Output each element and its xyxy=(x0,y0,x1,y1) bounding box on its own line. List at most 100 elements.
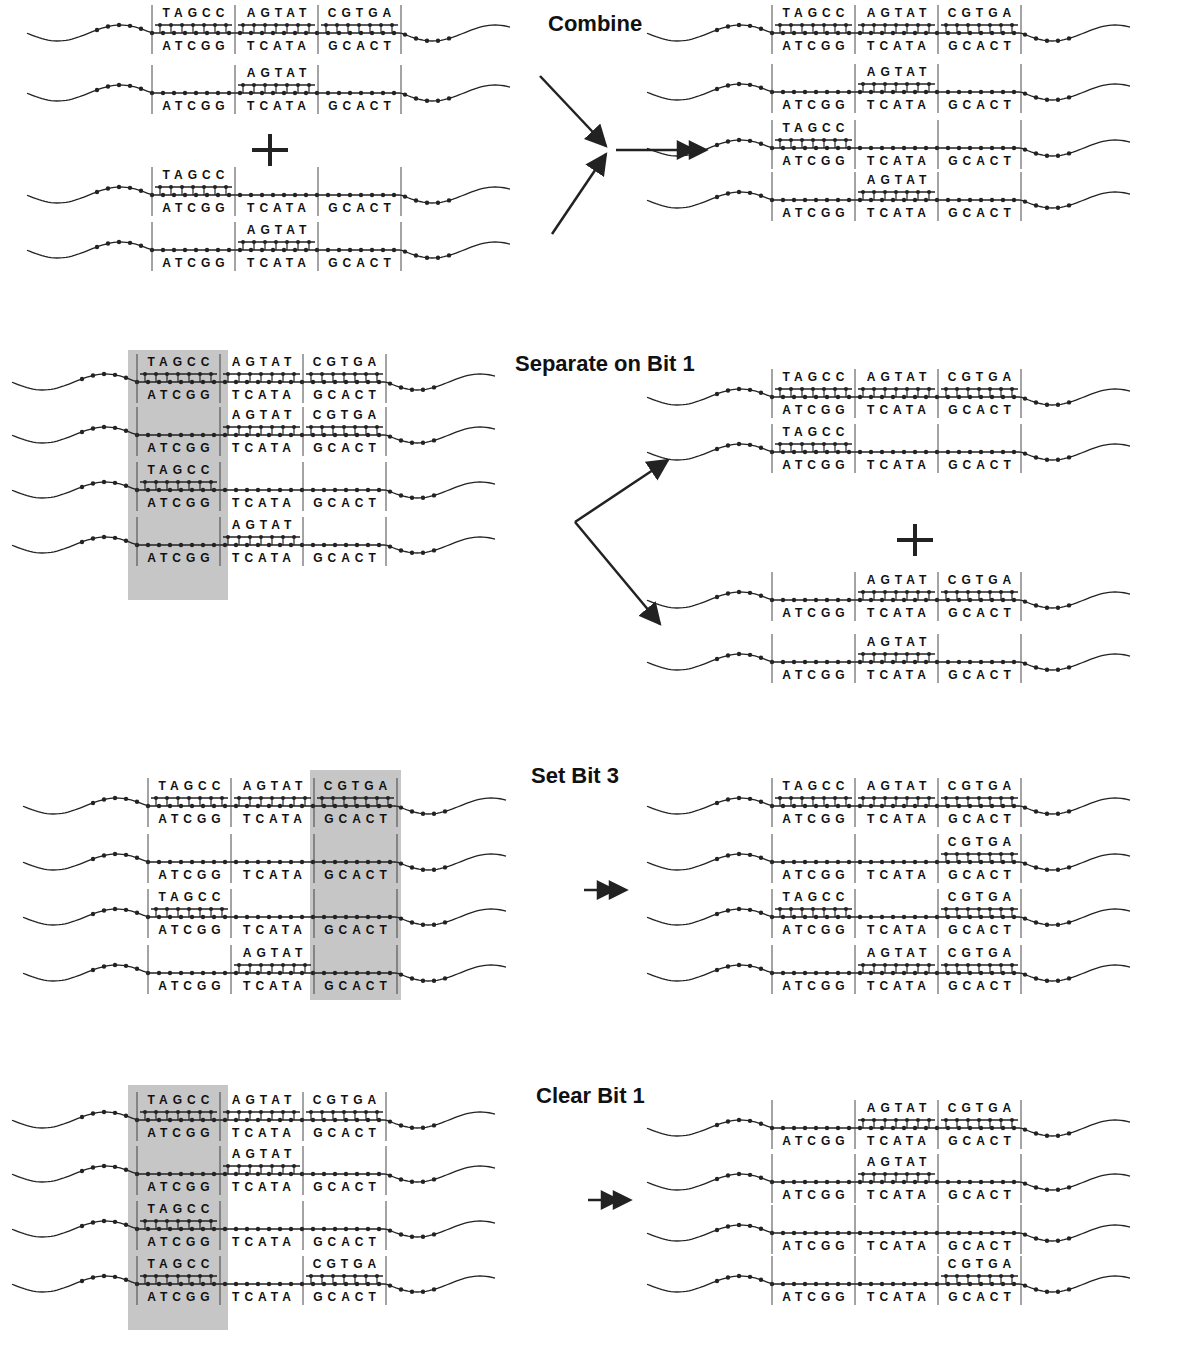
backbone-dot xyxy=(968,90,972,94)
backbone-dot xyxy=(95,190,99,194)
backbone-dot xyxy=(212,860,216,864)
backbone-dot xyxy=(278,804,282,808)
backbone-dot xyxy=(979,1231,983,1235)
backbone-dot xyxy=(1056,867,1060,871)
backbone-dot xyxy=(227,193,231,197)
backbone-dot xyxy=(1001,1180,1005,1184)
backbone-dot xyxy=(935,860,939,864)
backbone-dot xyxy=(1045,154,1049,158)
backbone-dot xyxy=(924,860,928,864)
sticker-dot xyxy=(252,23,256,27)
backbone-dot xyxy=(814,804,818,808)
backbone-dot xyxy=(113,426,117,430)
region-divider xyxy=(318,222,319,271)
sticker-dot xyxy=(169,185,173,189)
region-divider xyxy=(772,172,773,221)
backbone-dot xyxy=(399,1177,403,1181)
backbone-dot xyxy=(759,142,763,146)
backbone-dot xyxy=(748,853,752,857)
sticker-dot xyxy=(198,480,202,484)
backbone-dot xyxy=(278,860,282,864)
backbone-dot xyxy=(333,543,337,547)
backbone-dot xyxy=(410,1180,414,1184)
backbone-dot xyxy=(858,198,862,202)
sticker-dot xyxy=(905,652,909,656)
backbone-dot xyxy=(157,1282,161,1286)
region-divider xyxy=(1021,5,1022,54)
sticker-dot xyxy=(927,963,931,967)
backbone-dot xyxy=(715,87,719,91)
backbone-dot xyxy=(447,253,451,257)
dna-strand xyxy=(27,65,510,114)
selected-bit-shading xyxy=(310,770,401,1000)
sticker-dot xyxy=(169,23,173,27)
backbone-dot xyxy=(190,1172,194,1176)
backbone-dot xyxy=(1056,1187,1060,1191)
backbone-dot xyxy=(414,198,418,202)
backbone-dot xyxy=(344,543,348,547)
backbone-dot xyxy=(399,972,403,976)
backbone-dot xyxy=(227,248,231,252)
backbone-dot xyxy=(748,388,752,392)
backbone-dot xyxy=(179,1227,183,1231)
backbone-dot xyxy=(759,1278,763,1282)
sticker-dot xyxy=(165,480,169,484)
sticker-dot xyxy=(955,590,959,594)
backbone-dot xyxy=(869,1180,873,1184)
backbone-dot xyxy=(421,1125,425,1129)
backbone-dot xyxy=(289,433,293,437)
sticker-dot xyxy=(894,387,898,391)
dna-strand xyxy=(647,889,1130,938)
backbone-dot xyxy=(726,1224,730,1228)
backbone-dot xyxy=(168,433,172,437)
dna-strand xyxy=(27,167,510,216)
sticker-dot xyxy=(154,480,158,484)
region-divider xyxy=(220,1146,221,1195)
backbone-dot xyxy=(869,198,873,202)
backbone-dot xyxy=(223,433,227,437)
sticker-dot xyxy=(905,1118,909,1122)
region-divider xyxy=(855,778,856,827)
sticker-dot xyxy=(894,23,898,27)
sticker-dot xyxy=(872,590,876,594)
backbone-dot xyxy=(792,1231,796,1235)
region-divider xyxy=(314,889,315,938)
sticker-dot xyxy=(309,425,313,429)
dna-strand xyxy=(12,1146,495,1195)
sticker-dot xyxy=(187,372,191,376)
sticker-dot xyxy=(999,963,1003,967)
backbone-dot xyxy=(803,660,807,664)
sticker-dot xyxy=(270,425,274,429)
backbone-dot xyxy=(737,852,741,856)
backbone-dot xyxy=(212,543,216,547)
sticker-dot xyxy=(955,387,959,391)
backbone-dot xyxy=(117,185,121,189)
sticker-dot xyxy=(165,796,169,800)
backbone-dot xyxy=(726,591,730,595)
sticker-dot xyxy=(281,963,285,967)
backbone-dot xyxy=(792,804,796,808)
region-divider xyxy=(314,945,315,994)
backbone-dot xyxy=(913,1231,917,1235)
region-divider xyxy=(231,889,232,938)
sticker-dot xyxy=(977,796,981,800)
backbone-dot xyxy=(803,1231,807,1235)
backbone-dot xyxy=(271,193,275,197)
backbone-dot xyxy=(179,380,183,384)
backbone-dot xyxy=(168,971,172,975)
backbone-dot xyxy=(781,915,785,919)
sticker-dot xyxy=(927,387,931,391)
backbone-dot xyxy=(322,915,326,919)
backbone-dot xyxy=(759,911,763,915)
backbone-dot xyxy=(403,249,407,253)
backbone-dot xyxy=(106,186,110,190)
backbone-dot xyxy=(737,387,741,391)
backbone-dot xyxy=(410,865,414,869)
backbone-dot xyxy=(168,804,172,808)
backbone-dot xyxy=(968,146,972,150)
sticker-dot xyxy=(916,190,920,194)
backbone-dot xyxy=(293,91,297,95)
backbone-dot xyxy=(256,543,260,547)
sticker-dot xyxy=(187,480,191,484)
region-divider xyxy=(303,517,304,566)
